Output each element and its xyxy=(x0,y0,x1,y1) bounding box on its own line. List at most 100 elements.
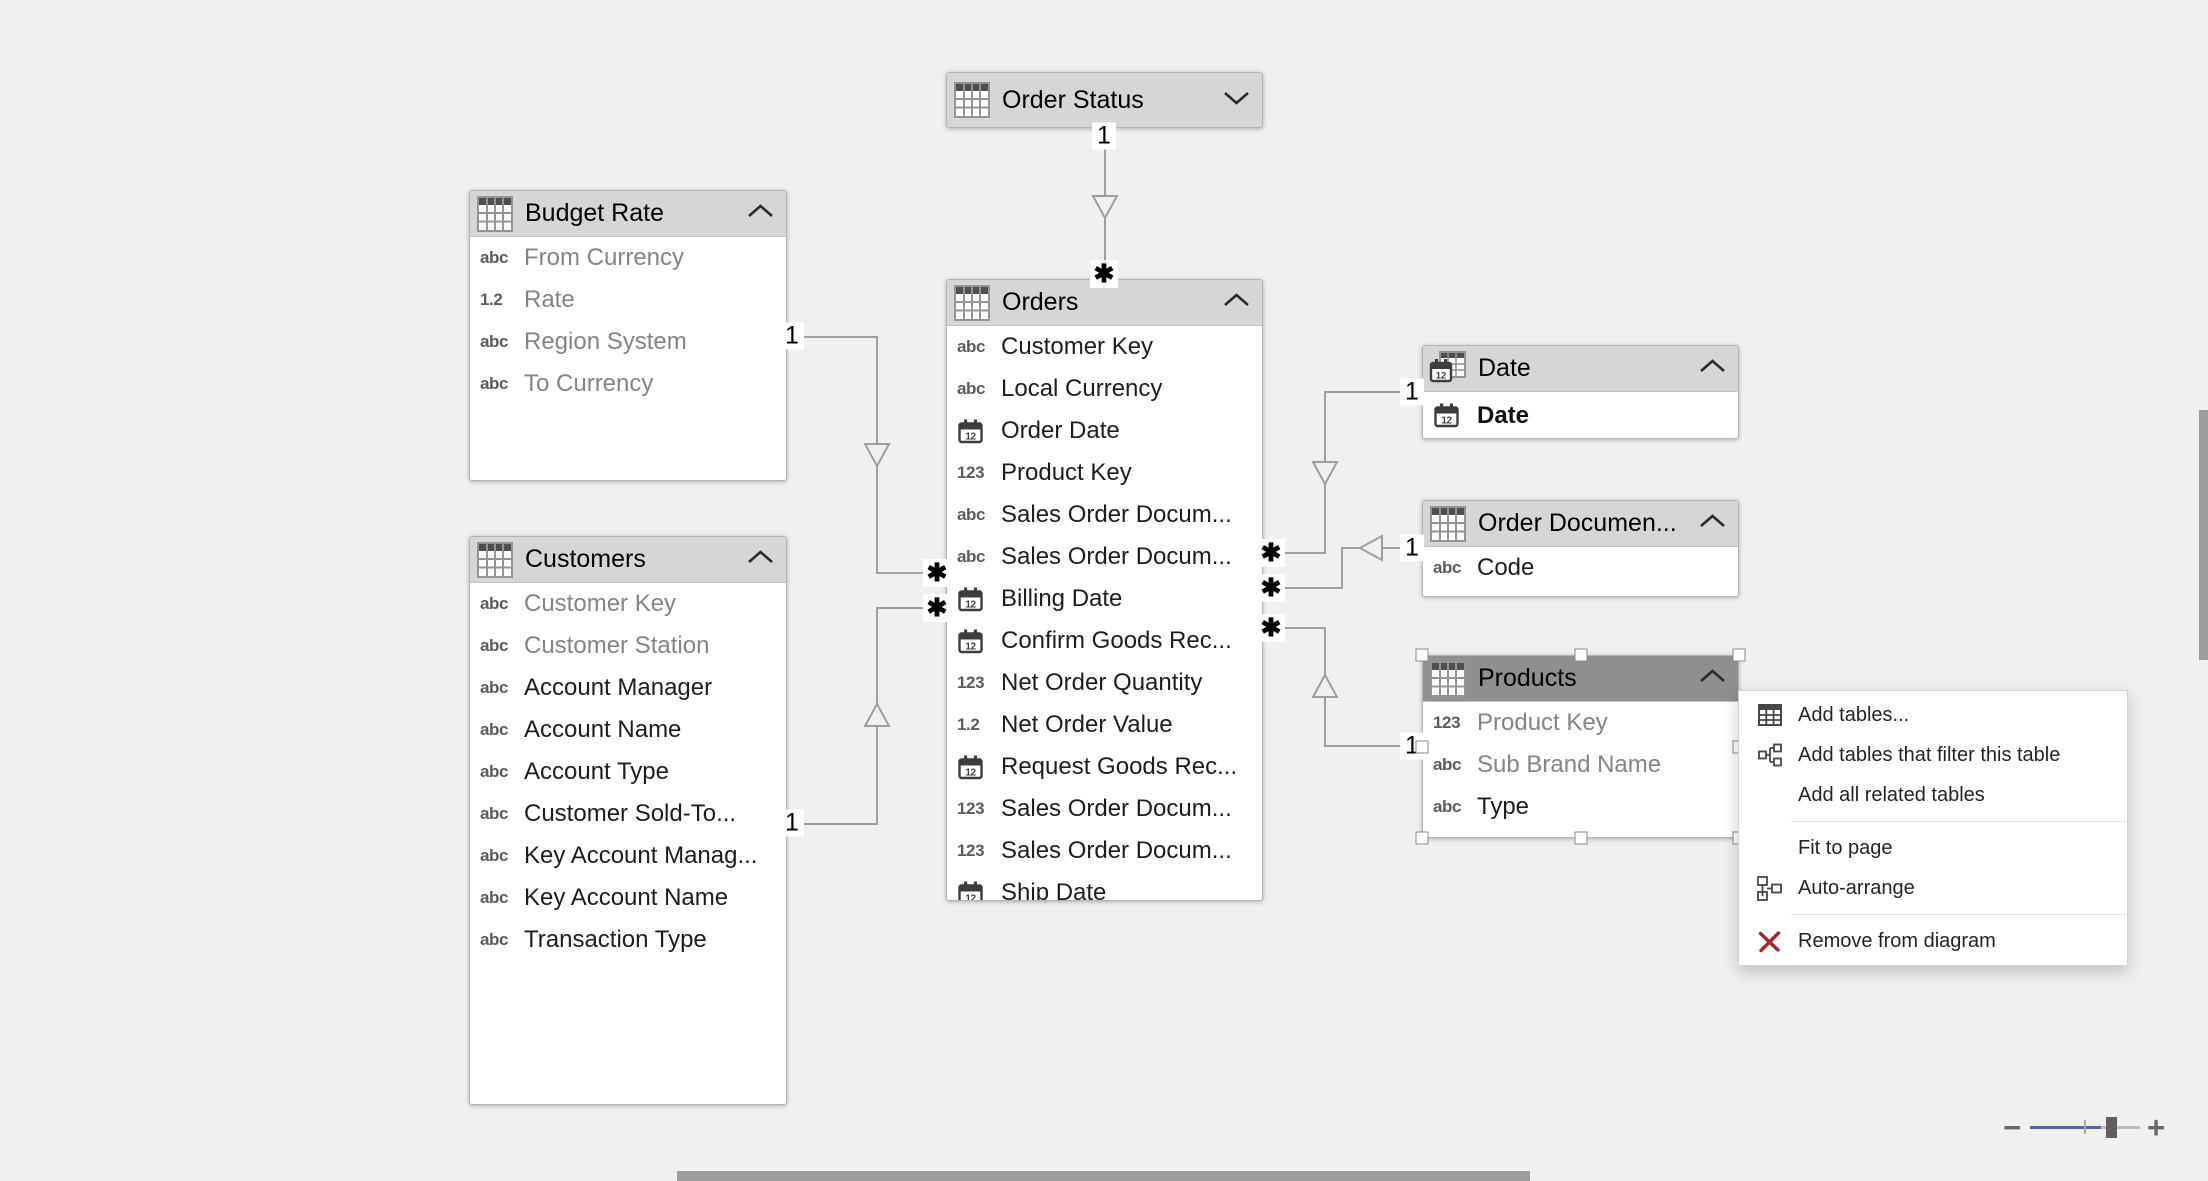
menu-item[interactable]: Fit to page xyxy=(1739,828,2127,868)
chevron-down-icon[interactable] xyxy=(1223,90,1250,111)
chevron-up-icon[interactable] xyxy=(1223,292,1250,313)
cardinality-many-label: ✱ xyxy=(1257,614,1285,642)
chevron-up-icon[interactable] xyxy=(747,203,774,224)
table-icon xyxy=(476,541,514,579)
table-header[interactable]: Budget Rate xyxy=(470,191,786,237)
date-field-icon: 12 xyxy=(957,418,1001,445)
cardinality-many-label: ✱ xyxy=(1090,260,1118,288)
menu-item[interactable]: Auto-arrange xyxy=(1739,868,2127,908)
menu-item[interactable]: Add all related tables xyxy=(1739,775,2127,815)
table-header[interactable]: Order Documen... xyxy=(1423,501,1738,547)
selection-handle[interactable] xyxy=(1732,648,1746,662)
selection-handle[interactable] xyxy=(1574,831,1587,845)
relationship-line[interactable] xyxy=(787,336,942,574)
selection-handle[interactable] xyxy=(1415,648,1429,662)
zoom-out-button[interactable]: − xyxy=(2003,1110,2022,1145)
table-title: Orders xyxy=(1002,288,1079,316)
svg-text:12: 12 xyxy=(1436,370,1447,381)
field-label: Customer Key xyxy=(1001,333,1154,360)
relationship-line[interactable] xyxy=(1266,391,1424,554)
zoom-slider-thumb[interactable] xyxy=(2106,1117,2117,1138)
field-label: Rate xyxy=(524,286,575,313)
table-header[interactable]: Order Status xyxy=(947,73,1262,127)
field-label: Ship Date xyxy=(1001,879,1107,901)
table-header[interactable]: Customers xyxy=(470,537,786,583)
table-icon xyxy=(476,195,514,233)
selection-handle[interactable] xyxy=(1574,648,1587,662)
chevron-up-icon[interactable] xyxy=(1699,513,1726,534)
field-label: Sales Order Docum... xyxy=(1001,795,1232,822)
whole-number-field-icon: 123 xyxy=(1433,713,1461,732)
menu-item[interactable]: Remove from diagram xyxy=(1739,921,2127,961)
selection-handle[interactable] xyxy=(1415,831,1429,845)
field-label: Sub Brand Name xyxy=(1477,751,1662,778)
chevron-up-icon[interactable] xyxy=(1699,668,1726,689)
date-field-icon: 12 xyxy=(957,754,1001,781)
filter-tables-icon xyxy=(1756,742,1783,769)
menu-item[interactable]: Add tables... xyxy=(1739,695,2127,735)
field-row[interactable]: abc Sub Brand Name xyxy=(1423,744,1738,786)
chevron-up-icon[interactable] xyxy=(747,549,774,570)
relationship-line[interactable] xyxy=(789,607,942,825)
zoom-slider-midpoint-tick xyxy=(2084,1120,2086,1134)
filter-direction-arrow-icon xyxy=(1091,195,1119,221)
field-label: Order Date xyxy=(1001,417,1120,444)
field-label: Local Currency xyxy=(1001,375,1163,402)
chevron-up-icon[interactable] xyxy=(1699,358,1726,379)
date-field-icon: 12 xyxy=(957,880,1001,900)
model-table[interactable]: Order Status xyxy=(946,72,1263,128)
relationship-line[interactable] xyxy=(1266,627,1424,747)
table-title: Order Documen... xyxy=(1478,509,1677,537)
vertical-scrollbar-thumb[interactable] xyxy=(2199,410,2208,660)
text-field-icon: abc xyxy=(480,594,509,613)
whole-number-field-icon: 123 xyxy=(957,463,985,482)
horizontal-scrollbar-thumb[interactable] xyxy=(677,1171,1530,1181)
zoom-in-button[interactable]: + xyxy=(2147,1110,2166,1145)
table-header[interactable]: Products xyxy=(1423,656,1738,702)
cardinality-one-label: 1 xyxy=(1400,378,1424,406)
text-field-icon: abc xyxy=(1433,755,1462,774)
selection-handle[interactable] xyxy=(1415,740,1429,753)
date-table-icon: 12 xyxy=(1429,350,1467,388)
menu-item[interactable]: Add tables that filter this table xyxy=(1739,735,2127,775)
